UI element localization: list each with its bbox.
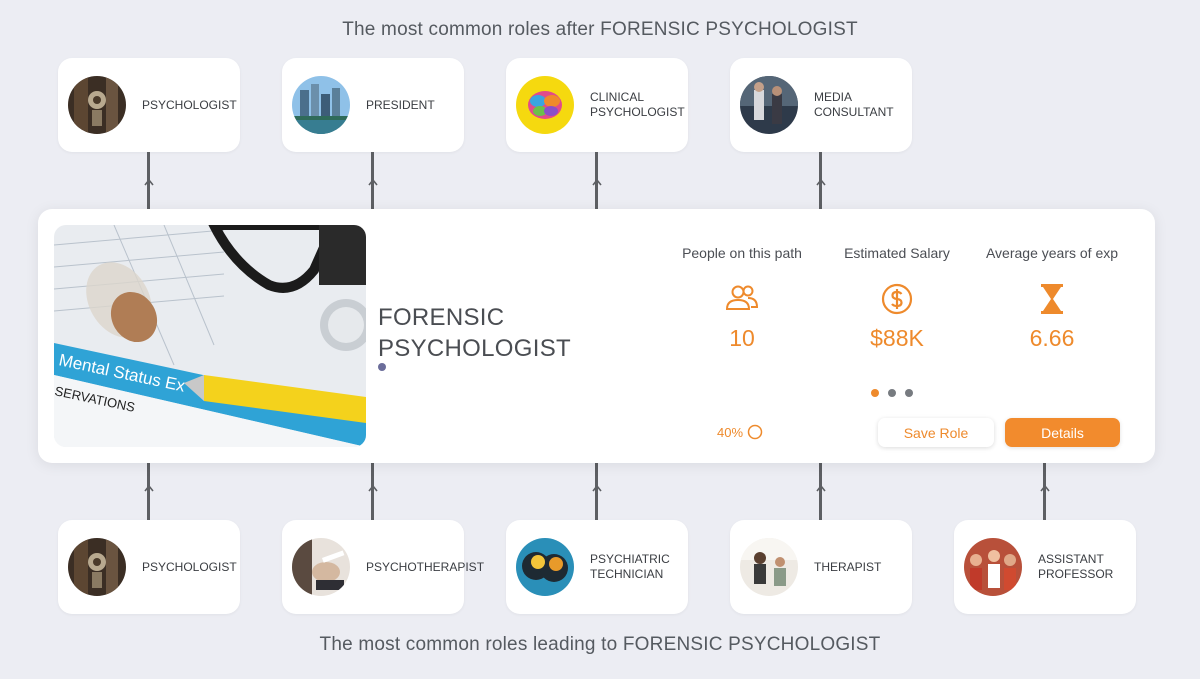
connector-line bbox=[819, 463, 822, 520]
arrow-up-icon bbox=[368, 178, 378, 186]
role-card-president[interactable]: PRESIDENT bbox=[282, 58, 464, 152]
stat-value: 10 bbox=[729, 325, 755, 351]
arrow-up-icon bbox=[1040, 484, 1050, 492]
arrow-up-icon bbox=[368, 484, 378, 492]
stat-label: People on this path bbox=[682, 245, 802, 261]
pager-dot-active[interactable] bbox=[871, 389, 879, 397]
current-role-title: FORENSIC PSYCHOLOGIST bbox=[378, 304, 571, 362]
role-label: PSYCHOLOGIST bbox=[142, 97, 237, 112]
progress-text: 40% bbox=[717, 424, 744, 440]
role-label: PSYCHOLOGIST bbox=[142, 559, 237, 574]
pager-dot[interactable] bbox=[888, 389, 896, 397]
role-avatar bbox=[68, 538, 126, 596]
arrow-up-icon bbox=[592, 178, 602, 186]
role-card-assistant-professor[interactable]: ASSISTANT PROFESSOR bbox=[954, 520, 1136, 614]
role-avatar bbox=[740, 538, 798, 596]
connector-line bbox=[1043, 463, 1046, 520]
arrow-up-icon bbox=[144, 484, 154, 492]
role-card-psychotherapist[interactable]: PSYCHOTHERAPIST bbox=[282, 520, 485, 614]
stat-value: $88K bbox=[870, 325, 924, 351]
connector-line bbox=[147, 463, 150, 520]
role-card-media-consultant[interactable]: MEDIA CONSULTANT bbox=[730, 58, 912, 152]
role-avatar bbox=[740, 76, 798, 134]
role-avatar bbox=[516, 538, 574, 596]
role-card-psychologist[interactable]: PSYCHOLOGIST bbox=[58, 58, 240, 152]
role-label: CLINICAL PSYCHOLOGIST bbox=[590, 90, 685, 119]
role-hero-image: Mental Status Ex SERVATIONS bbox=[54, 225, 366, 447]
stat-label: Average years of exp bbox=[985, 245, 1119, 261]
title-marker-dot bbox=[378, 363, 386, 371]
role-avatar bbox=[68, 76, 126, 134]
stat-people: People on this path 10 bbox=[667, 245, 817, 352]
stat-value: 6.66 bbox=[1029, 325, 1075, 351]
role-card-clinical-psychologist[interactable]: CLINICAL PSYCHOLOGIST bbox=[506, 58, 688, 152]
hourglass-icon bbox=[977, 283, 1127, 317]
stat-salary: Estimated Salary $88K bbox=[822, 245, 972, 352]
role-avatar bbox=[292, 538, 350, 596]
connector-line bbox=[371, 463, 374, 520]
arrow-up-icon bbox=[816, 178, 826, 186]
dollar-icon bbox=[822, 283, 972, 317]
heading-top: The most common roles after FORENSIC PSY… bbox=[342, 19, 858, 40]
pager-dot[interactable] bbox=[905, 389, 913, 397]
save-role-button[interactable]: Save Role bbox=[878, 418, 994, 447]
role-label: THERAPIST bbox=[814, 559, 882, 574]
current-role-card: Mental Status Ex SERVATIONS FORENSIC PSY… bbox=[38, 209, 1155, 463]
stat-experience: Average years of exp 6.66 bbox=[977, 245, 1127, 352]
role-label: PSYCHIATRIC TECHNICIAN bbox=[590, 552, 670, 581]
role-card-psychologist[interactable]: PSYCHOLOGIST bbox=[58, 520, 240, 614]
role-avatar bbox=[964, 538, 1022, 596]
stat-label: Estimated Salary bbox=[844, 245, 950, 261]
people-icon bbox=[667, 283, 817, 317]
role-label: ASSISTANT PROFESSOR bbox=[1038, 552, 1114, 581]
role-card-psychiatric-technician[interactable]: PSYCHIATRIC TECHNICIAN bbox=[506, 520, 688, 614]
role-avatar bbox=[292, 76, 350, 134]
arrow-up-icon bbox=[592, 484, 602, 492]
details-button[interactable]: Details bbox=[1005, 418, 1120, 447]
heading-bottom: The most common roles leading to FORENSI… bbox=[319, 634, 881, 655]
role-card-therapist[interactable]: THERAPIST bbox=[730, 520, 912, 614]
progress-indicator: 40% bbox=[717, 424, 763, 440]
connector-line bbox=[595, 463, 598, 520]
carousel-pager bbox=[871, 389, 913, 397]
role-label: MEDIA CONSULTANT bbox=[814, 90, 894, 119]
role-avatar bbox=[516, 76, 574, 134]
arrow-up-icon bbox=[144, 178, 154, 186]
role-label: PSYCHOTHERAPIST bbox=[366, 559, 485, 574]
progress-ring-icon bbox=[747, 424, 763, 440]
arrow-up-icon bbox=[816, 484, 826, 492]
role-label: PRESIDENT bbox=[366, 97, 435, 112]
